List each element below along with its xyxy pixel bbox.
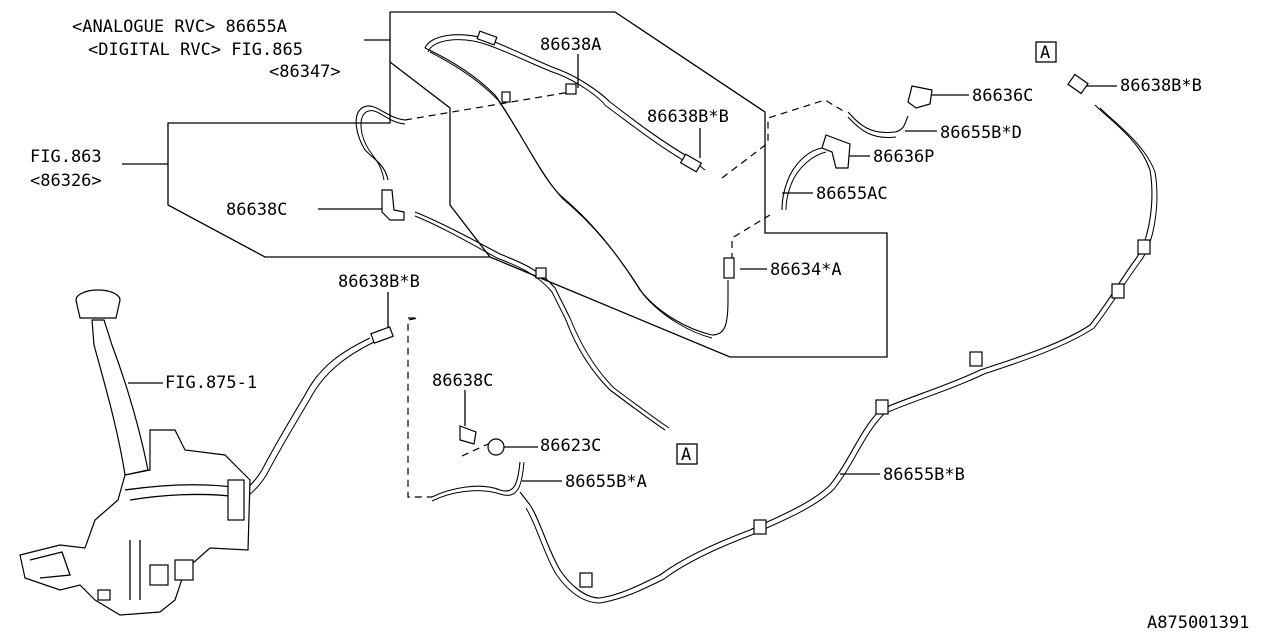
label-86638BB-mid: 86638B*B	[338, 272, 420, 292]
label-86636P: 86636P	[873, 147, 934, 167]
long-hose-86655BB	[519, 73, 1158, 604]
label-ref-86347: <86347>	[269, 62, 341, 82]
hose-86655BA	[431, 425, 525, 502]
label-fig875: FIG.875-1	[165, 373, 257, 393]
label-86623C: 86623C	[540, 436, 601, 456]
label-analogue-rvc: <ANALOGUE RVC> 86655A	[72, 17, 287, 37]
label-86655BD: 86655B*D	[940, 123, 1022, 143]
right-top-hose-assembly	[781, 85, 933, 211]
connector-box-a-top	[1035, 41, 1057, 63]
label-digital-rvc: <DIGITAL RVC> FIG.865	[88, 40, 303, 60]
label-86638BB-top: 86638B*B	[647, 107, 729, 127]
washer-tank	[19, 289, 251, 616]
label-86638A: 86638A	[540, 35, 601, 55]
label-ref-86326: <86326>	[30, 171, 102, 191]
connector-box-a-mid	[676, 443, 698, 465]
label-fig863: FIG.863	[30, 147, 102, 167]
label-86655AC: 86655AC	[816, 184, 888, 204]
label-86638BB-right: 86638B*B	[1120, 76, 1202, 96]
diagram-id: A875001391	[1147, 613, 1249, 633]
label-86655BB: 86655B*B	[883, 465, 965, 485]
connector-a-mid-label: A	[681, 445, 691, 465]
label-86634A: 86634*A	[770, 260, 842, 280]
label-86655BA: 86655B*A	[565, 472, 647, 492]
rvc-hose-assembly	[424, 30, 735, 339]
label-86638C-bot: 86638C	[432, 371, 493, 391]
rvc-inset-outline	[167, 11, 888, 358]
label-86636C: 86636C	[972, 86, 1033, 106]
fig863-hose-assembly	[355, 105, 571, 321]
dashed-connections	[404, 91, 846, 498]
rvc-subbox-boundary	[389, 61, 491, 258]
label-86638C-top: 86638C	[226, 200, 287, 220]
connector-a-top-label: A	[1040, 43, 1050, 63]
